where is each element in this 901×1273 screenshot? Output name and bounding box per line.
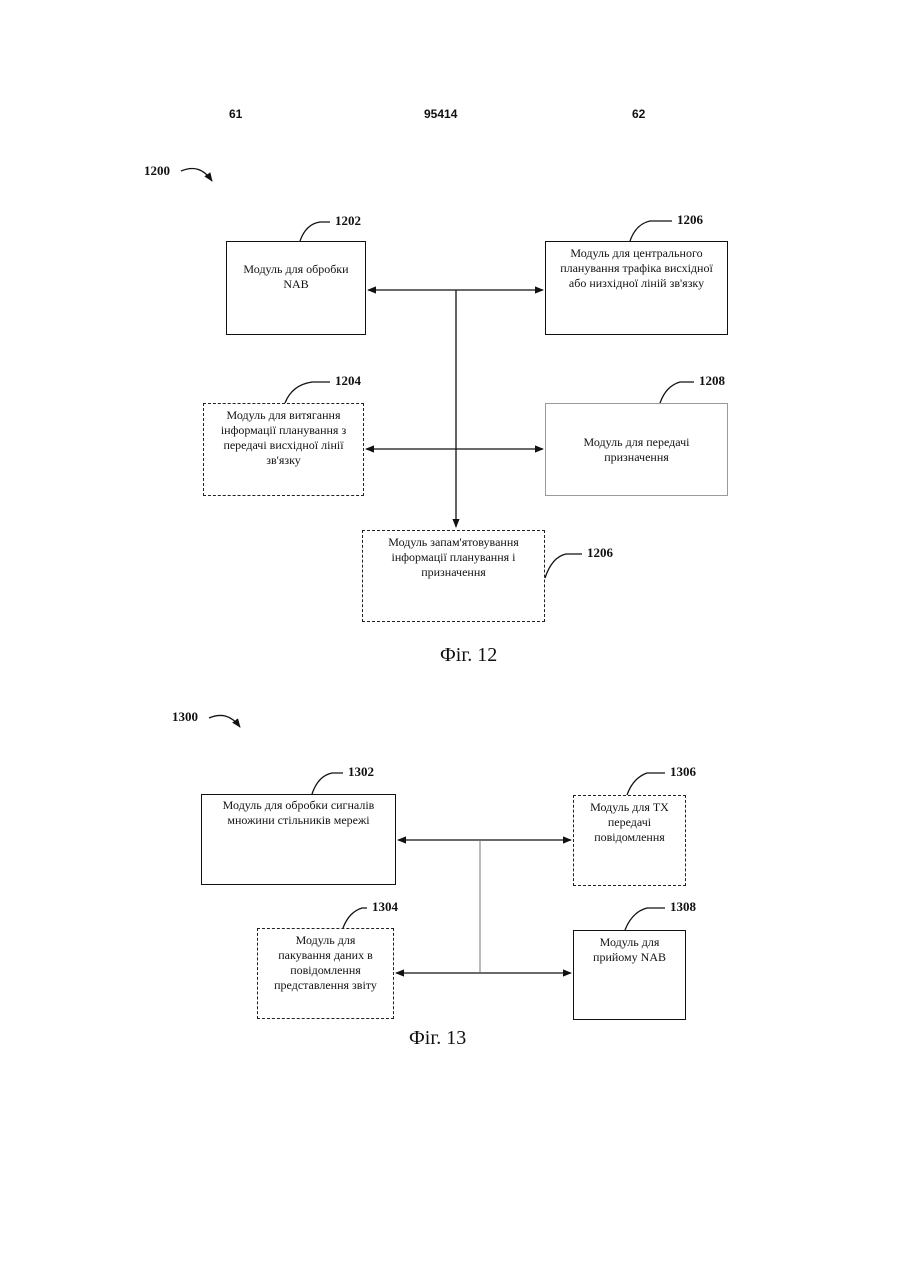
ref-1204: 1204 [335, 374, 361, 388]
module-nab-processing: Модуль для обробки NAB [226, 241, 366, 335]
module-central-scheduling: Модуль для центрального планування трафі… [545, 241, 728, 335]
leader-1308 [625, 908, 665, 930]
module-central-scheduling-label: Модуль для центрального планування трафі… [560, 246, 713, 291]
module-transmit-assignment: Модуль для передачі призначення [545, 403, 728, 496]
module-extract-scheduling-info-label: Модуль для витягання інформації плануван… [221, 408, 346, 468]
leader-1306 [627, 773, 665, 795]
fig13-ref: 1300 [172, 710, 198, 724]
fig12-ref: 1200 [144, 164, 170, 178]
leader-1302 [312, 773, 343, 794]
module-multi-cell-signal-processing-label: Модуль для обробки сигналів множини стіл… [223, 798, 375, 828]
leader-1206-bottom [545, 554, 582, 578]
module-receive-nab: Модуль для прийому NAB [573, 930, 686, 1020]
module-extract-scheduling-info: Модуль для витягання інформації плануван… [203, 403, 364, 496]
ref-1302: 1302 [348, 765, 374, 779]
leader-1304 [343, 908, 367, 928]
module-nab-processing-label: Модуль для обробки NAB [243, 262, 348, 292]
module-store-scheduling-info: Модуль запам'ятовування інформації плану… [362, 530, 545, 622]
module-store-scheduling-info-label: Модуль запам'ятовування інформації плану… [388, 535, 519, 580]
module-receive-nab-label: Модуль для прийому NAB [593, 935, 666, 965]
module-tx-message-label: Модуль для ТХ передачі повідомлення [590, 800, 669, 845]
leader-1202 [300, 222, 330, 241]
fig12-ref-arrow [181, 168, 212, 181]
ref-1306: 1306 [670, 765, 696, 779]
leader-1204 [285, 382, 330, 403]
ref-1206-top: 1206 [677, 213, 703, 227]
ref-1308: 1308 [670, 900, 696, 914]
module-transmit-assignment-label: Модуль для передачі призначення [584, 435, 690, 465]
fig13-caption: Фіг. 13 [409, 1027, 466, 1050]
fig13-ref-arrow [209, 715, 240, 727]
ref-1304: 1304 [372, 900, 398, 914]
ref-1208: 1208 [699, 374, 725, 388]
ref-1202: 1202 [335, 214, 361, 228]
module-pack-report-data-label: Модуль для пакування даних в повідомленн… [274, 933, 377, 993]
leader-1206-top [630, 221, 672, 241]
module-tx-message: Модуль для ТХ передачі повідомлення [573, 795, 686, 886]
fig12-caption: Фіг. 12 [440, 644, 497, 667]
module-pack-report-data: Модуль для пакування даних в повідомленн… [257, 928, 394, 1019]
ref-1206-bottom: 1206 [587, 546, 613, 560]
leader-1208 [660, 382, 694, 403]
module-multi-cell-signal-processing: Модуль для обробки сигналів множини стіл… [201, 794, 396, 885]
